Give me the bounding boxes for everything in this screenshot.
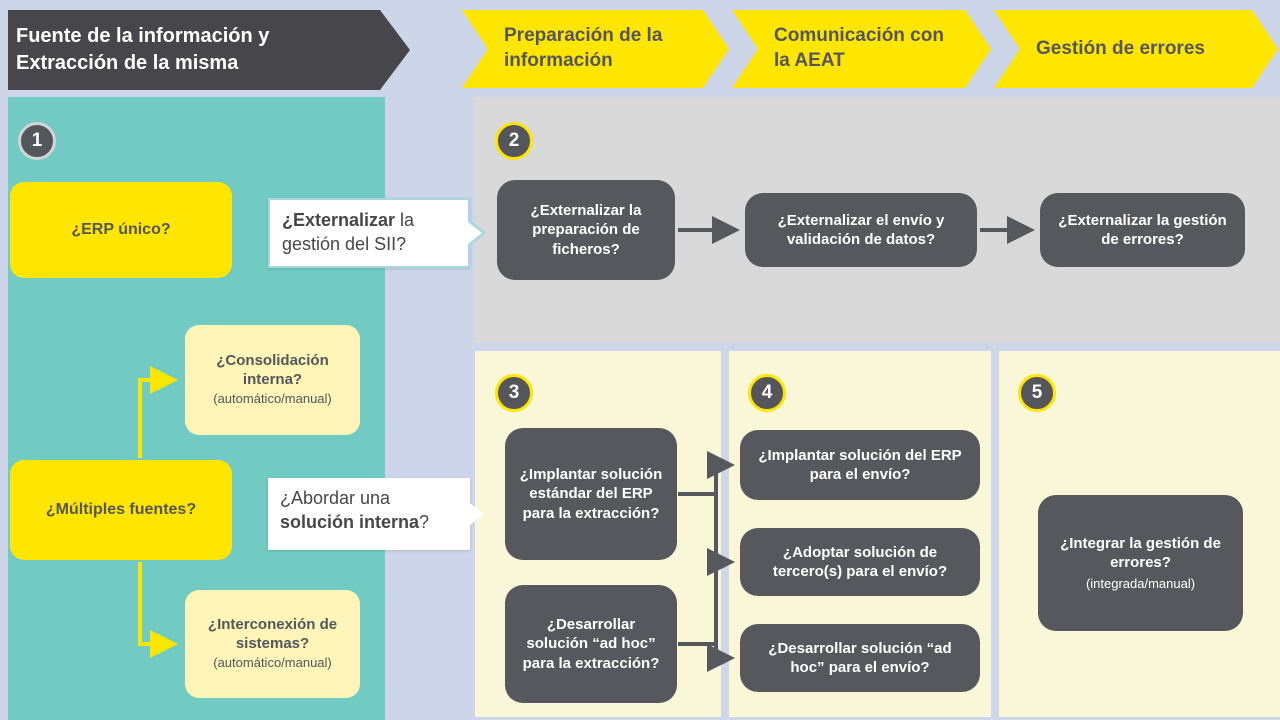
box-note: (automático/manual) (213, 655, 332, 671)
box-title: ¿Interconexión de sistemas? (207, 615, 338, 652)
box-title: ¿Integrar la gestión de errores? (1060, 534, 1221, 572)
box-adoptar-solucion-terceros-envio: ¿Adoptar solución de tercero(s) para el … (740, 528, 980, 596)
badge-2: 2 (495, 122, 533, 160)
callout-solucion-interna: ¿Abordar una solución interna? (268, 478, 484, 550)
box-integrar-gestion-errores: ¿Integrar la gestión de errores? (integr… (1038, 495, 1243, 631)
badge-1: 1 (18, 122, 56, 160)
box-implantar-solucion-estandar-erp: ¿Implantar solución estándar del ERP par… (505, 428, 677, 560)
box-note: (integrada/manual) (1085, 575, 1196, 591)
box-erp-unico: ¿ERP único? (10, 182, 232, 278)
callout-post: ? (419, 512, 430, 533)
box-interconexion-sistemas: ¿Interconexión de sistemas? (automático/… (185, 590, 360, 698)
source-banner: Fuente de la información y Extracción de… (8, 10, 410, 90)
box-implantar-solucion-erp-envio: ¿Implantar solución del ERP para el enví… (740, 430, 980, 500)
box-consolidacion-interna: ¿Consolidación interna? (automático/manu… (185, 325, 360, 435)
step-comunicacion-aeat: Comunicación con la AEAT (732, 10, 991, 88)
box-multiples-fuentes: ¿Múltiples fuentes? (10, 460, 232, 560)
callout-rest: la gestión del SII? (282, 210, 415, 255)
box-title: ¿Consolidación interna? (216, 351, 329, 388)
badge-4: 4 (748, 374, 786, 412)
step-label: Preparación de la información (504, 25, 663, 71)
box-externalizar-gestion-errores: ¿Externalizar la gestión de errores? (1040, 193, 1245, 267)
badge-3: 3 (495, 374, 533, 412)
step-preparacion-informacion: Preparación de la información (462, 10, 729, 88)
box-desarrollar-adhoc-envio: ¿Desarrollar solución “ad hoc” para el e… (740, 624, 980, 692)
source-banner-line2: Extracción de la misma (16, 52, 239, 74)
callout-bold: solución interna (280, 512, 420, 533)
source-banner-line1: Fuente de la información y (16, 25, 270, 47)
callout-externalizar-sii: ¿Externalizar la gestión del SII? (268, 198, 486, 268)
step-label: Gestión de errores (1036, 37, 1205, 59)
box-note: (automático/manual) (213, 391, 332, 407)
box-externalizar-preparacion-ficheros: ¿Externalizar la preparación de ficheros… (497, 180, 675, 280)
callout-bold: ¿Externalizar (282, 210, 396, 230)
box-desarrollar-adhoc-extraccion: ¿Desarrollar solución “ad hoc” para la e… (505, 585, 677, 703)
step-label: Comunicación con la AEAT (774, 25, 944, 71)
box-externalizar-envio-validacion: ¿Externalizar el envío y validación de d… (745, 193, 977, 267)
badge-5: 5 (1018, 374, 1056, 412)
step-gestion-errores: Gestión de errores (994, 10, 1278, 88)
callout-pre: ¿Abordar una (280, 488, 391, 508)
